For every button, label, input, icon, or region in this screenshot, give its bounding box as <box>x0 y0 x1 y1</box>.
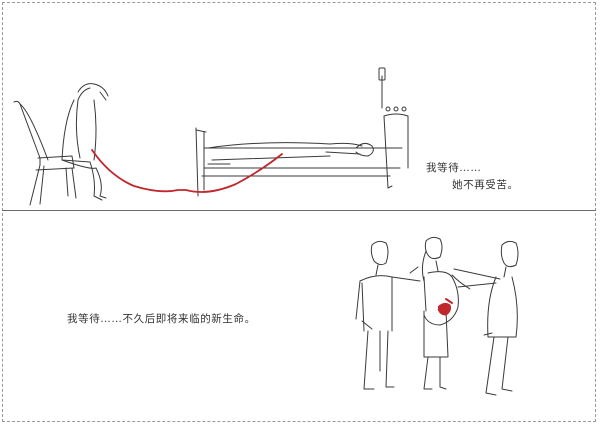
right-man-figure <box>454 241 518 395</box>
left-man-figure <box>356 241 420 389</box>
red-cord <box>92 150 282 192</box>
page-frame <box>2 2 596 422</box>
lying-figure <box>208 143 373 160</box>
pregnant-woman-figure <box>410 237 470 389</box>
hospital-scene-illustration <box>0 0 600 210</box>
panel-divider <box>2 210 596 211</box>
hospital-bed <box>196 68 408 196</box>
family-scene-illustration <box>0 211 600 426</box>
red-baby-mark <box>438 303 451 315</box>
top-caption-line-1: 我等待…… <box>426 162 482 174</box>
bottom-panel: 我等待……不久后即将来临的新生命。 <box>0 211 600 426</box>
top-caption-line-2: 她不再受苦。 <box>452 179 519 191</box>
seated-figure <box>62 84 108 200</box>
top-panel: 我等待…… 她不再受苦。 <box>0 0 600 210</box>
bottom-caption: 我等待……不久后即将来临的新生命。 <box>67 313 256 325</box>
chair <box>14 101 76 205</box>
